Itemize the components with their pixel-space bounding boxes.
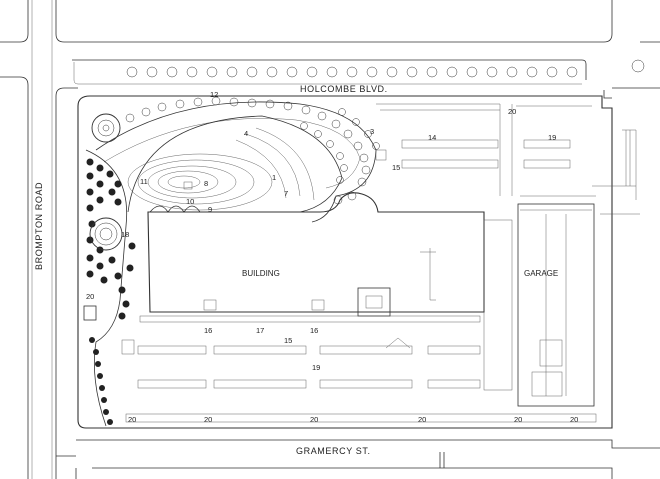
callout-key: 20 [508,107,516,116]
boulevard-trees [126,59,645,78]
callout-key: 20 [418,415,426,424]
callout-key: 10 [186,197,194,206]
callout-key: 20 [128,415,136,424]
callout-key: 20 [514,415,522,424]
street-labels: HOLCOMBE BLVD. BROMPTON ROAD GRAMERCY ST… [34,84,388,456]
corner-plaza [91,113,121,143]
building-label: BUILDING [242,269,280,278]
callout-key: 4 [244,129,248,138]
callout-key: 15 [392,163,400,172]
callout-key: 20 [310,415,318,424]
callout-key: 11 [140,177,148,186]
callout-keys: 12 4 3 14 20 19 11 1 8 9 7 15 18 10 20 1… [86,90,578,424]
garage-label: GARAGE [524,269,558,278]
callout-key: 20 [570,415,578,424]
callout-key: 3 [370,127,374,136]
site-boundary [77,95,613,429]
callout-key: 8 [204,179,208,188]
callout-key: 15 [284,336,292,345]
parking-garage [517,129,640,407]
callout-key: 20 [86,292,94,301]
structure-labels: BUILDING GARAGE [242,269,558,278]
street-label-holcombe: HOLCOMBE BLVD. [300,84,388,94]
south-parking [121,315,597,423]
callout-key: 16 [204,326,212,335]
callout-key: 14 [428,133,436,142]
callout-key: 17 [256,326,264,335]
street-label-brompton: BROMPTON ROAD [34,182,44,270]
ne-parking [375,103,596,197]
callout-key: 1 [272,173,276,182]
callout-key: 16 [310,326,318,335]
crescent-landscape [95,96,380,223]
callout-key: 12 [210,90,218,99]
callout-key: 7 [284,189,288,198]
west-landscape [83,149,136,427]
callout-key: 19 [548,133,556,142]
callout-key: 18 [121,230,129,239]
street-label-gramercy: GRAMERCY ST. [296,446,371,456]
callout-key: 20 [204,415,212,424]
callout-key: 9 [208,205,212,214]
main-building [147,192,513,391]
callout-key: 19 [312,363,320,372]
